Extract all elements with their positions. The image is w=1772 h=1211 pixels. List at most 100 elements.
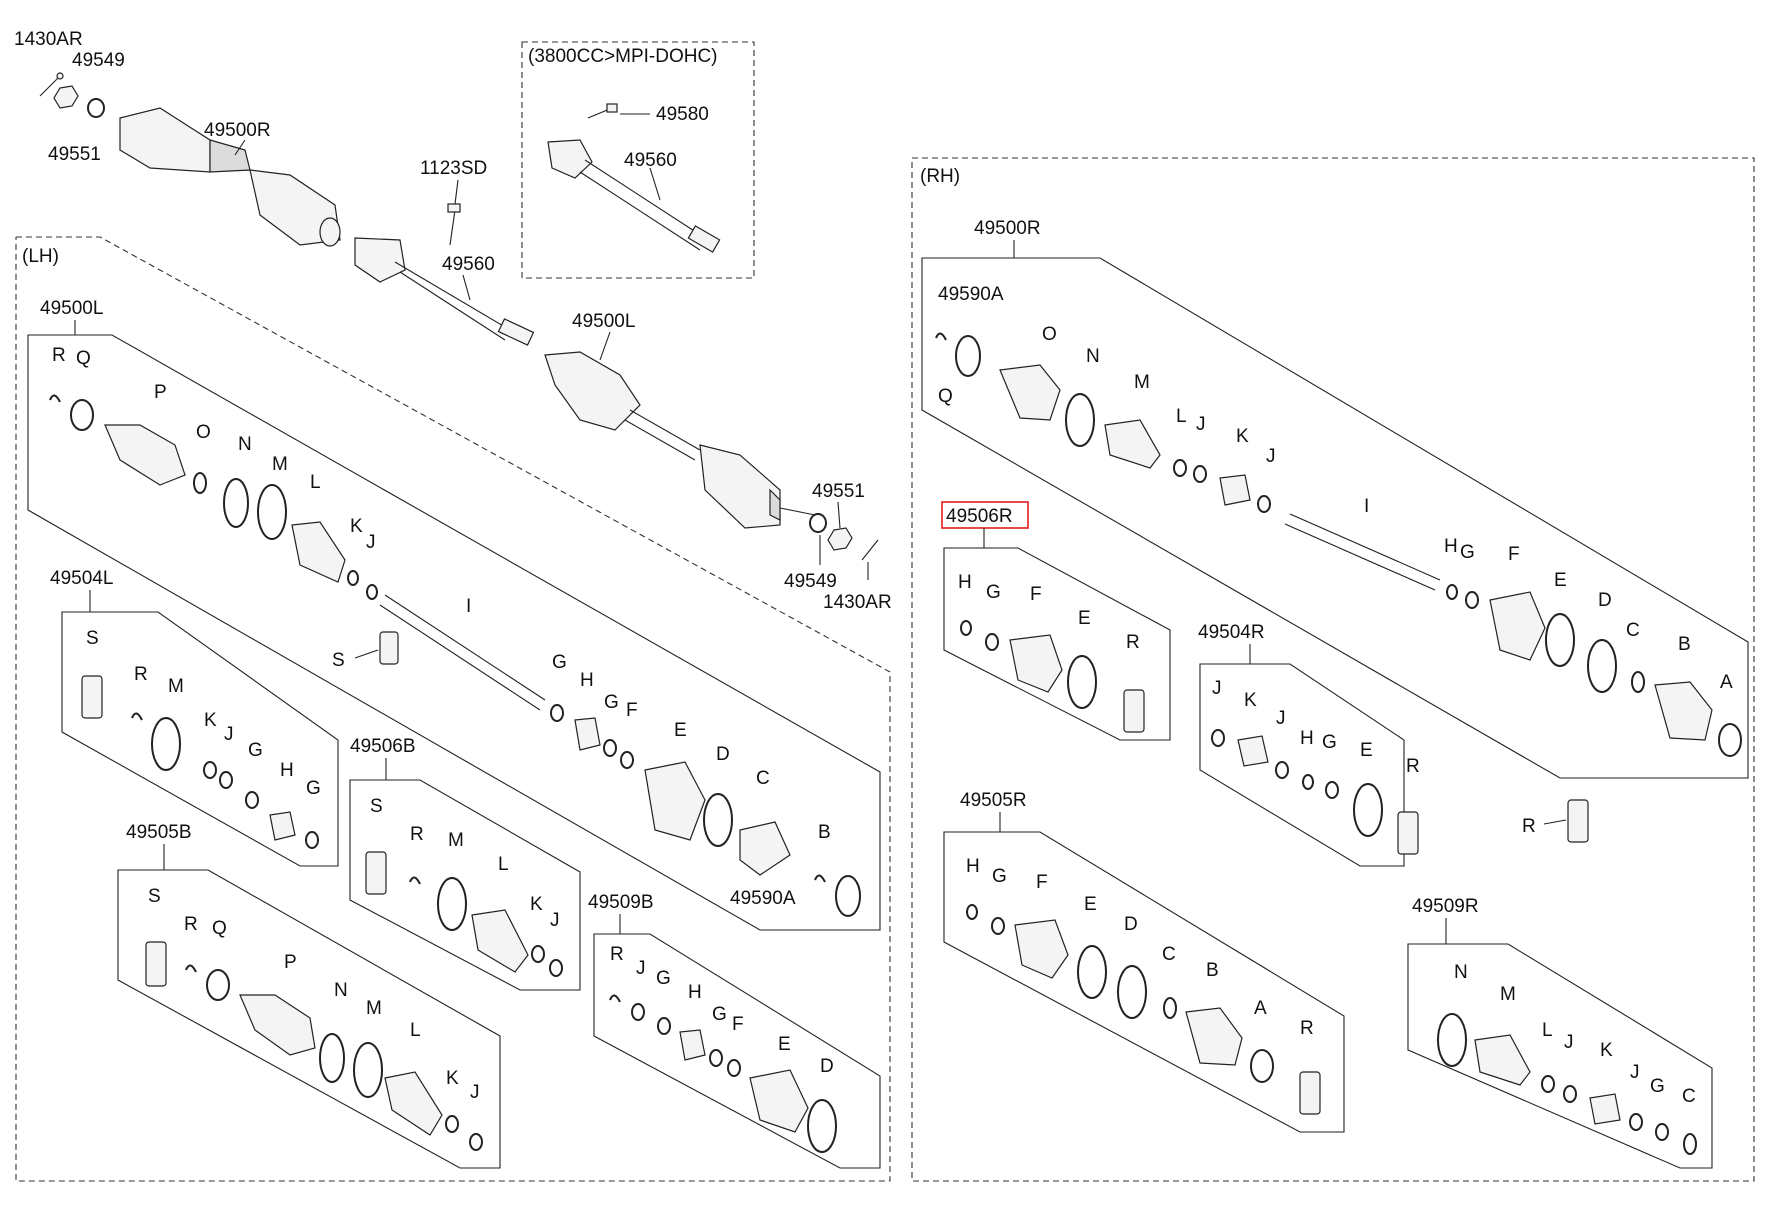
kit-49504r-bearing-k[interactable]	[1237, 735, 1269, 767]
kit-49509r-ring-j[interactable]	[1563, 1085, 1577, 1103]
rh-ring-g[interactable]	[1465, 591, 1479, 609]
kit-49505r-grease-r[interactable]	[1299, 1071, 1321, 1115]
kit-49504r-ring-j[interactable]	[1211, 729, 1225, 747]
lh-ring-k[interactable]	[347, 570, 359, 586]
kit-49504r-ring-g[interactable]	[1325, 781, 1339, 799]
kit-49506r-highlight[interactable]	[941, 501, 1029, 529]
lh-bearing-h[interactable]	[574, 717, 601, 751]
kit-49505b-ring-k[interactable]	[445, 1115, 459, 1133]
kit-49505r-ring-h[interactable]	[966, 904, 978, 920]
kit-49506r-grease-r[interactable]	[1123, 689, 1145, 733]
rh-ring-c[interactable]	[1631, 671, 1645, 693]
rh-bearing-k[interactable]	[1219, 474, 1251, 506]
hub-nut-left[interactable]	[53, 85, 79, 109]
kit-49506b-clamp[interactable]	[437, 877, 467, 931]
rh-outer-joint-o[interactable]	[999, 364, 1061, 421]
rh-loose-grease-r[interactable]	[1567, 799, 1589, 843]
shaft-49560-end[interactable]	[497, 318, 535, 346]
rh-ring-j2[interactable]	[1257, 495, 1271, 513]
kit-49504l-ring-j[interactable]	[219, 771, 233, 789]
kit-49504r-clamp-e[interactable]	[1353, 783, 1383, 837]
inset-shaft-end[interactable]	[687, 225, 721, 253]
lh-clip-r[interactable]	[49, 394, 61, 403]
kit-49505r-seal-a[interactable]	[1250, 1049, 1274, 1083]
kit-49504l-ring-g2[interactable]	[305, 831, 319, 849]
kit-49504l-grease[interactable]	[81, 675, 103, 719]
lh-outer-joint-c[interactable]	[739, 821, 791, 876]
lh-inner-joint-p[interactable]	[104, 424, 186, 486]
kit-49509b-ring-g[interactable]	[657, 1017, 671, 1035]
kit-49509r-clamp-n[interactable]	[1437, 1013, 1467, 1067]
lh-ring-g2[interactable]	[603, 739, 617, 757]
kit-49505b-clip[interactable]	[185, 964, 197, 973]
bearing-bracket[interactable]	[354, 237, 406, 283]
lh-grease-s[interactable]	[379, 631, 399, 665]
kit-49506b-ring-k[interactable]	[531, 945, 545, 963]
rh-clip-q[interactable]	[935, 332, 947, 341]
kit-49509b-ring-g2[interactable]	[709, 1049, 723, 1067]
cotter-pin-right[interactable]	[861, 539, 879, 561]
rh-ring-h[interactable]	[1446, 584, 1458, 600]
kit-49505b-boot-l[interactable]	[384, 1071, 443, 1136]
rh-abs-ring-49590a[interactable]	[955, 335, 981, 377]
kit-49505r-clamp-e[interactable]	[1077, 945, 1107, 999]
kit-49504l-clip[interactable]	[131, 712, 143, 721]
lh-clamp-m[interactable]	[257, 484, 287, 540]
rh-clamp-n[interactable]	[1065, 393, 1095, 447]
kit-49509b-boot-e[interactable]	[749, 1069, 809, 1133]
lh-clip-b[interactable]	[814, 874, 826, 883]
kit-49509b-bearing-h[interactable]	[679, 1029, 706, 1061]
kit-49506b-boot[interactable]	[471, 909, 529, 973]
kit-49505r-ring-g[interactable]	[991, 917, 1005, 935]
kit-49506r-clamp-e[interactable]	[1067, 655, 1097, 709]
washer-left[interactable]	[87, 98, 105, 118]
outer-cv-joint-top[interactable]	[119, 107, 211, 173]
kit-49505b-joint-p[interactable]	[239, 994, 316, 1056]
kit-49505b-grease[interactable]	[145, 941, 167, 987]
rh-seal-a[interactable]	[1718, 723, 1742, 757]
kit-49504l-ring-k[interactable]	[203, 761, 217, 779]
kit-49509b-ring-f[interactable]	[727, 1059, 741, 1077]
outer-boot-top[interactable]	[249, 169, 341, 246]
lh-boot-e[interactable]	[644, 761, 706, 841]
kit-49505r-ring-c[interactable]	[1163, 997, 1177, 1019]
kit-49505b-clamp-n[interactable]	[319, 1033, 345, 1083]
kit-49505r-clamp-d[interactable]	[1117, 965, 1147, 1019]
lh-ring-o[interactable]	[193, 472, 207, 494]
kit-49505b-seal-q[interactable]	[206, 969, 230, 1001]
bolt-1123sd[interactable]	[449, 209, 456, 246]
kit-49509b-clamp-d[interactable]	[807, 1099, 837, 1153]
rh-boot-f[interactable]	[1489, 591, 1546, 661]
lh-ring-j[interactable]	[366, 584, 378, 600]
kit-49504r-ring-h[interactable]	[1302, 774, 1314, 790]
lh-ring-f[interactable]	[620, 751, 634, 769]
kit-49505b-ring-j[interactable]	[469, 1133, 483, 1151]
kit-49504l-ring-g[interactable]	[245, 791, 259, 809]
kit-49506r-ring-g[interactable]	[985, 633, 999, 651]
rh-ring-j[interactable]	[1193, 465, 1207, 483]
lh-seal-q[interactable]	[70, 399, 94, 431]
rh-boot-m[interactable]	[1104, 419, 1161, 469]
kit-49504r-ring-j2[interactable]	[1275, 761, 1289, 779]
washer-right[interactable]	[809, 513, 827, 533]
kit-49504l-bearing-h[interactable]	[269, 811, 296, 841]
kit-49509b-ring-j[interactable]	[631, 1003, 645, 1021]
kit-49509r-ring-l[interactable]	[1541, 1075, 1555, 1093]
kit-49509r-ring-j2[interactable]	[1629, 1113, 1643, 1131]
kit-49506b-ring-j[interactable]	[549, 959, 563, 977]
kit-49505r-boot-f[interactable]	[1014, 919, 1069, 979]
kit-49505b-clamp-m[interactable]	[353, 1042, 383, 1098]
outer-cv-joint-mid[interactable]	[699, 444, 781, 529]
kit-49505r-joint-b[interactable]	[1185, 1007, 1243, 1066]
kit-49509b-clip[interactable]	[609, 994, 621, 1003]
inner-cv-joint-mid[interactable]	[544, 351, 641, 431]
rh-inner-joint-b[interactable]	[1654, 681, 1713, 741]
kit-49504r-grease-r[interactable]	[1397, 811, 1419, 855]
rh-ring-l[interactable]	[1173, 459, 1187, 477]
top-boot-clamp[interactable]	[209, 139, 251, 173]
lh-clamp-d[interactable]	[703, 793, 733, 847]
lh-boot-l[interactable]	[291, 521, 346, 583]
hub-nut-right[interactable]	[827, 527, 853, 551]
kit-49509r-boot-m[interactable]	[1474, 1034, 1531, 1086]
kit-49506r-ring-h[interactable]	[960, 620, 972, 636]
